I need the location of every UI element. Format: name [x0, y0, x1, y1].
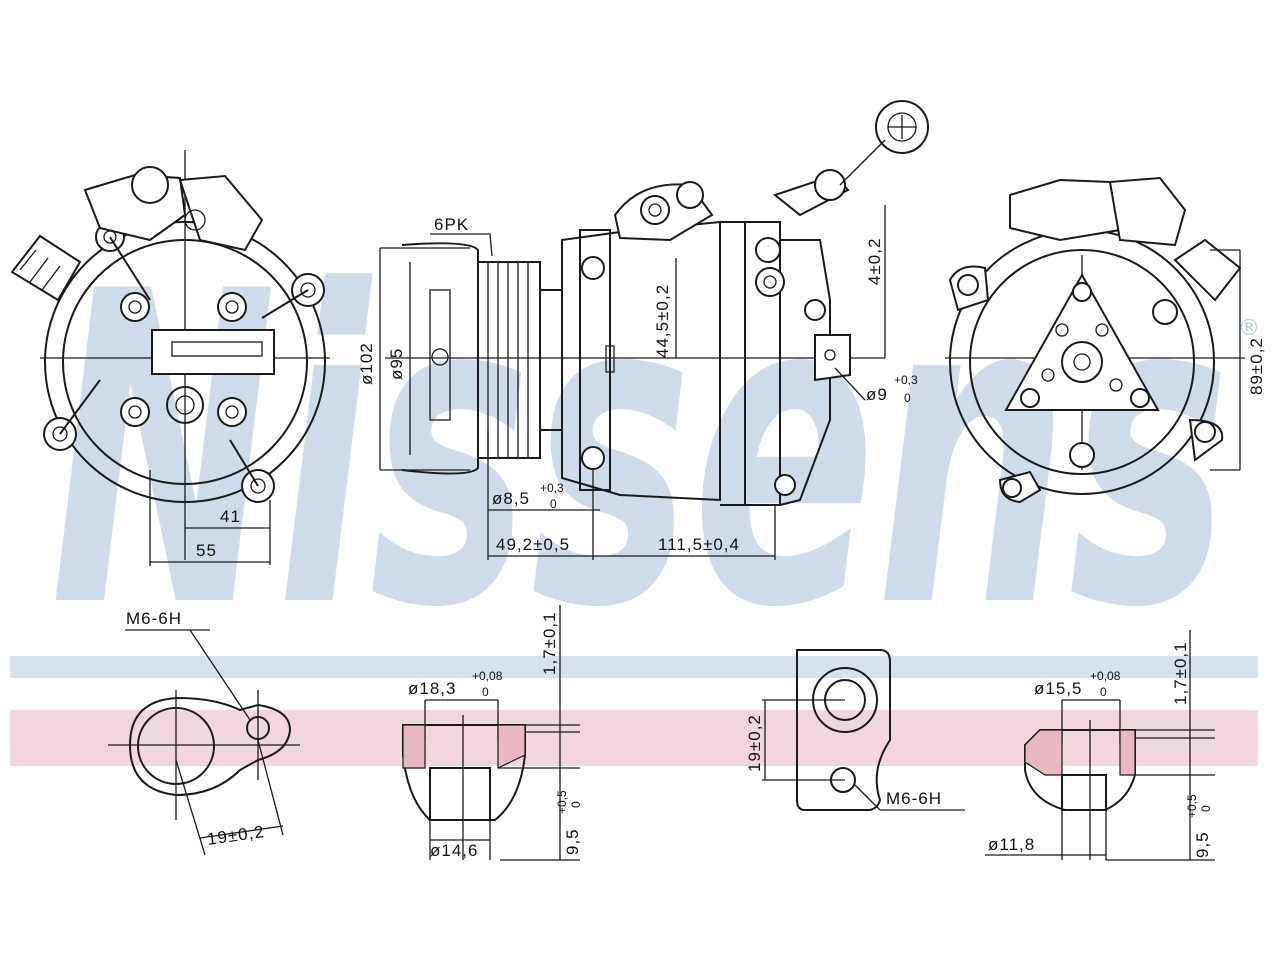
dim-19-right: 19±0,2: [745, 714, 764, 772]
dim-d9-tol-up: +0,3: [894, 373, 918, 387]
detail-section-a: ø18,3 +0,08 0 1,7±0,1 ø14,6 9,5 +0,5 0: [402, 605, 583, 861]
dim-1-7-b: 1,7±0,1: [1171, 641, 1190, 705]
dim-d15-5-tol-up: +0,08: [1090, 669, 1121, 683]
dim-55: 55: [196, 541, 217, 560]
dim-d9: ø9: [866, 385, 888, 404]
dim-9-5-a-tol-up: +0,5: [555, 790, 569, 814]
detail-flange-plate: 19±0,2 M6-6H: [745, 649, 965, 811]
dim-d95: ø95: [387, 348, 406, 380]
dim-9-5-b-tol-dn: 0: [1199, 805, 1213, 812]
dim-1-7-a: 1,7±0,1: [540, 611, 559, 675]
front-view: 89±0,2: [945, 176, 1266, 504]
side-view: ø102 ø95 6PK 44,5±0,2 4±0,2 ø9 +0,3 0 ø8…: [357, 100, 929, 560]
dim-d14-6: ø14,6: [430, 841, 478, 860]
dim-d8-5-tol-up: +0,3: [540, 481, 564, 495]
dim-d8-5-tol-dn: 0: [550, 497, 557, 511]
watermark-logo: Nissens: [50, 202, 1230, 702]
dim-9-5-a-tol-dn: 0: [569, 801, 583, 808]
dim-111-5: 111,5±0,4: [658, 535, 740, 554]
dim-44-5: 44,5±0,2: [653, 284, 672, 358]
dim-d11-8: ø11,8: [988, 835, 1035, 854]
dim-49-2: 49,2±0,5: [496, 535, 570, 554]
watermark-stripe-red: [10, 710, 1258, 766]
registered-mark: ®: [1238, 316, 1260, 341]
dim-d15-5: ø15,5: [1034, 679, 1082, 698]
dim-9-5-a: 9,5: [563, 828, 582, 855]
dim-9-5-b-tol-up: +0,5: [1185, 794, 1199, 818]
dim-d9-tol-dn: 0: [904, 391, 911, 405]
dim-d18-3-tol-up: +0,08: [472, 669, 503, 683]
dim-d18-3-tol-dn: 0: [482, 685, 489, 699]
label-thread-left: M6-6H: [126, 609, 182, 628]
label-6pk: 6PK: [434, 215, 469, 234]
dim-d102: ø102: [357, 342, 376, 385]
dim-9-5-b: 9,5: [1193, 831, 1212, 858]
dim-d18-3: ø18,3: [408, 679, 456, 698]
dim-41: 41: [220, 507, 241, 526]
dim-89: 89±0,2: [1247, 337, 1266, 395]
dim-4: 4±0,2: [865, 238, 884, 285]
label-thread-right: M6-6H: [886, 789, 942, 808]
dim-d8-5: ø8,5: [492, 489, 530, 508]
dim-19-left: 19±0,2: [206, 822, 266, 849]
detail-section-b: ø15,5 +0,08 0 1,7±0,1 ø11,8 9,5 +0,5 0: [985, 630, 1215, 861]
dim-d15-5-tol-dn: 0: [1100, 685, 1107, 699]
watermark-stripe-blue: [10, 656, 1258, 678]
rear-view: 41 55: [10, 150, 330, 566]
